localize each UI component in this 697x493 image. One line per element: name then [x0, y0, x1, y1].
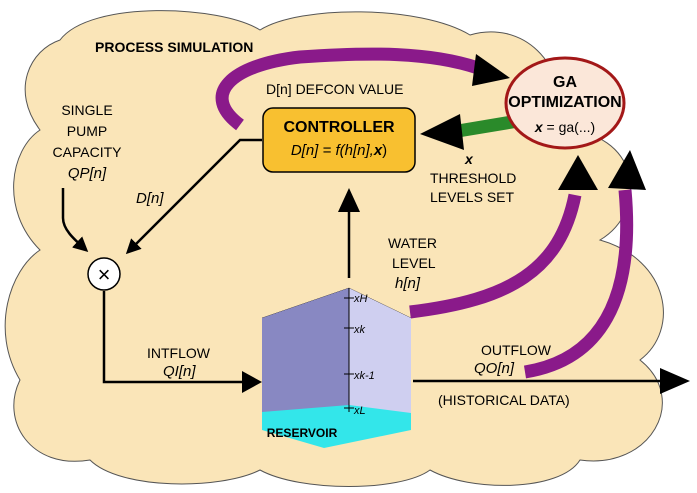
reservoir-front	[262, 288, 349, 430]
defcon-arrowhead-icon	[472, 54, 510, 86]
ga-optimization-node	[504, 56, 626, 150]
threshold-label-1: THRESHOLD	[430, 170, 516, 186]
outflow-to-ga-arrow	[523, 189, 634, 379]
water-level-arrowhead-icon	[558, 155, 598, 190]
threshold-arrow	[450, 114, 520, 139]
inflow-arrowhead-icon	[242, 371, 262, 393]
outflow-arrowhead-icon	[660, 368, 690, 394]
outflow-var: QO[n]	[474, 360, 515, 377]
defcon-label: D[n] DEFCON VALUE	[266, 81, 403, 97]
reservoir-water-front	[262, 405, 349, 430]
ga-formula: x = ga(...)	[534, 119, 595, 135]
reservoir-ticks	[344, 297, 354, 409]
tick-xk: xk	[353, 324, 366, 336]
water-level-arrowhead-icon-up	[338, 188, 360, 212]
reservoir-bottom	[262, 430, 411, 448]
threshold-var: x	[464, 151, 474, 167]
reservoir-side	[349, 288, 411, 430]
water-label-2: LEVEL	[392, 255, 436, 271]
dn-label: D[n]	[136, 190, 164, 207]
water-label-1: WATER	[388, 235, 437, 251]
controller-node	[262, 107, 416, 173]
pump-label-3: CAPACITY	[53, 144, 123, 160]
inflow-label: INTFLOW	[147, 345, 211, 361]
water-level-to-ga-arrow	[409, 193, 582, 319]
defcon-feedback-arrow	[215, 47, 481, 131]
ga-title: GA	[553, 74, 577, 91]
reservoir-label: RESERVOIR	[267, 426, 338, 440]
controller-title: CONTROLLER	[283, 119, 395, 136]
page-title: PROCESS SIMULATION	[95, 39, 253, 55]
pump-label-2: PUMP	[67, 123, 107, 139]
pump-capacity-var: QP[n]	[68, 165, 107, 182]
pump-label-1: SINGLE	[61, 102, 112, 118]
inflow-arrow	[102, 291, 244, 384]
reservoir-water-side	[349, 405, 411, 430]
outflow-label: OUTFLOW	[481, 342, 552, 358]
water-level-var: h[n]	[395, 275, 421, 292]
multiply-icon: ×	[98, 262, 111, 287]
tick-xl: xL	[353, 405, 366, 417]
controller-formula: D[n] = f(h[n],x)	[291, 142, 387, 159]
tick-xk-1: xk-1	[353, 370, 375, 382]
pump-arrow	[61, 188, 89, 253]
threshold-arrowhead-icon	[420, 114, 464, 150]
dn-arrow	[125, 138, 262, 255]
threshold-label-2: LEVELS SET	[430, 189, 514, 205]
outflow-arrowhead-icon	[608, 150, 646, 190]
tick-xh: xH	[353, 293, 368, 305]
multiplier-node	[87, 257, 121, 291]
historical-label: (HISTORICAL DATA)	[438, 392, 570, 408]
ga-subtitle: OPTIMIZATION	[508, 94, 621, 111]
inflow-var: QI[n]	[163, 363, 196, 380]
